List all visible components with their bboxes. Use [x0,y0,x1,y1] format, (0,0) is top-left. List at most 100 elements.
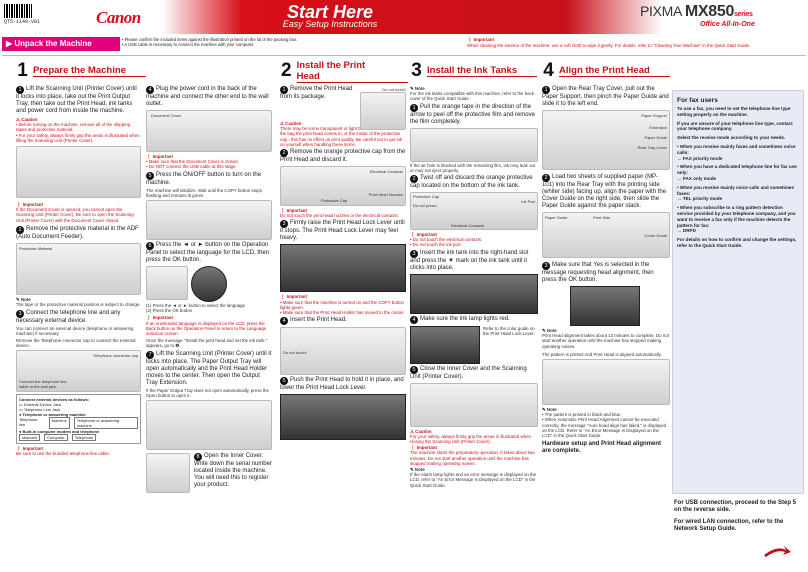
page-title: Start Here [286,2,374,22]
brand-logo: Canon [96,8,141,27]
s1-external-devices-box: Connect external devices as follows: ▭ E… [16,394,141,445]
fax-item: • When you receive mainly faxes and some… [677,143,796,161]
s1-step3-desc2: Remove the Telephone connector cap to co… [16,337,136,348]
page-subtitle: Easy Setup Instructions [282,19,378,29]
s1-caution: ⚠ Caution • Before turning on the machin… [16,117,140,143]
s1-step3-desc: You can connect an external device (tele… [16,326,134,337]
s1-phone-image: Telephone connector cap Connect the tele… [16,350,141,393]
s2-lever-image [280,244,406,293]
s3-step5-note: ✎ Note If the Alarm lamp lights and an e… [410,467,537,488]
fax-users-box: For fax users To use a fax, you need to … [672,90,804,494]
s4-note-2: ✎ Note • The pattern is printed in black… [542,407,667,439]
unpack-label: ▶ Unpack the Machine [2,37,120,51]
s1-note: ✎ Note The tape or the protective materi… [16,296,141,308]
s3-step1-note: If the air hole is blocked with the rema… [410,162,536,173]
section-3: ✎ Note For the ink tanks compatible with… [410,86,538,488]
s1-step6-important: ❗ Important If an unintended language is… [146,315,267,337]
s1-tray-image [146,400,272,451]
s1-press-2: (2) Press the OK button [146,308,193,314]
lan-next-step: For wired LAN connection, refer to the N… [674,519,784,532]
barcode-number: QT5-1149-V01 [4,19,41,25]
unpack-notes: • Please confirm the included items agai… [122,37,298,48]
fax-item: • When you receive mainly voice calls an… [677,184,795,202]
s1-power-image: Document Cover [146,110,272,152]
s4-note: ✎ Note Print Head alignment takes about … [542,328,669,349]
s4-panel-image [570,286,640,326]
fax-item: • When you subscribe to a ring pattern d… [677,205,796,234]
s1-adf-image: Protective Material [16,242,141,295]
fax-item: • When you have a dedicated telephone li… [677,164,797,181]
usb-next-step: For USB connection, proceed to the Step … [674,500,797,513]
s1-step4-important: ❗ Important • Make sure that the Documen… [146,154,239,170]
next-page-arrow-icon [764,546,791,557]
s1-serial-image [146,453,190,494]
s2-lower-lever-image [280,394,406,441]
s3-close-image [410,382,538,427]
s4-pattern-text: The pattern is printed And Print Head is… [542,351,662,357]
s1-step7-desc: If the Paper Output Tray does not open a… [146,387,269,398]
s2-caution: ⚠ Caution There may be some transparent … [280,121,405,147]
s3-caution: ⚠ Caution For your safety, always firmly… [410,428,531,445]
s3-lamp-row: Refer to the color guide on the Print He… [410,325,538,364]
s1-step6-desc: Once the message "Install the print head… [146,338,268,349]
fax-body: To use a fax, you need to set the teleph… [673,106,803,249]
header-banner [0,0,808,34]
s2-printhead-image: Electrical Contacts Protective Cap Print… [280,166,406,207]
s2-package-image [360,92,406,130]
s2-step3-important: ❗ Important • Make sure that the machine… [280,294,405,316]
model-tagline: Office All-In-One [700,21,755,28]
s3-insert-image [410,273,538,314]
s1-important: ❗ Important If the Document Cover is ope… [16,202,134,223]
s3-tape-image [410,127,538,162]
s4-pattern-image [542,359,670,406]
s4-paper-image: Paper Guide Print Side Cover Guide [542,212,670,258]
fax-title: For fax users [677,97,718,104]
s4-tray-image: Paper Support Extension Paper Guide Rear… [542,110,670,170]
s1-step5-desc: The machine will initialize. Wait until … [146,187,262,198]
divider [2,55,806,56]
s1-printer-image [16,146,141,199]
s1-panel-image [146,200,272,241]
barcode-image [4,4,32,18]
s1-important-2: ❗ Important Be sure to use the bundled t… [16,446,110,457]
s3-note: ✎ Note For the ink tanks compatible with… [410,86,534,102]
s4-complete: Hardware setup and Print Head alignment … [542,441,662,455]
s3-color-guide: Refer to the color guide on the Print He… [483,325,535,336]
lcd-screen-image [146,266,188,301]
s3-important: ❗ Important • Do not touch the electrica… [410,232,483,248]
s1-lcd-images [146,266,272,303]
model-name: PIXMA MX850series [640,3,753,20]
s3-lamp-image [410,325,480,364]
s3-step5-important: ❗ Important The machine starts the prepa… [410,445,535,466]
